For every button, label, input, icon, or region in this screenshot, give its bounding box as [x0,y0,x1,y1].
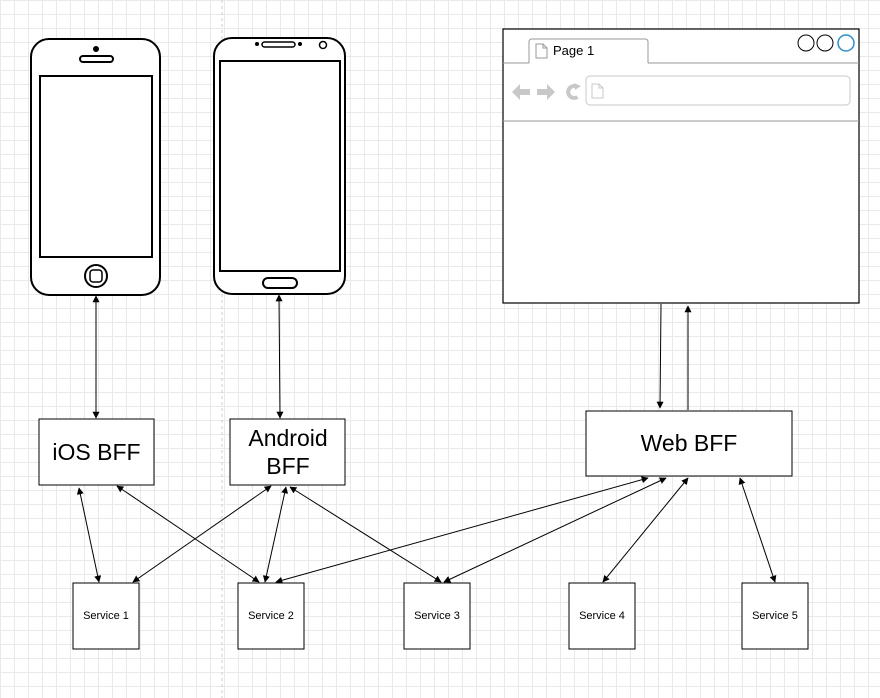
service-5-label: Service 5 [752,610,798,622]
back-arrow-icon[interactable] [512,84,530,100]
arrow-browser-to-web-bff [656,303,664,409]
service-3-label: Service 3 [414,610,460,622]
window-button-circle-icon[interactable] [816,34,834,52]
page-icon [535,43,548,59]
address-page-icon [591,83,604,99]
android-phone-icon [213,37,346,295]
window-button-circle-icon[interactable] [837,34,855,52]
ios-bff-label: iOS BFF [52,439,141,465]
service-4-box [568,582,636,650]
service-5-box [741,582,809,650]
arrow-ios-bff-service-1 [76,487,102,583]
arrow-web-bff-service-3 [443,477,667,583]
ios-bff-box [38,418,155,486]
window-buttons [797,34,855,52]
arrow-android-bff-service-2 [262,486,289,583]
service-2-label: Service 2 [248,610,294,622]
android-bff-box [229,418,346,486]
service-1-box [72,582,140,650]
browser-window [502,28,860,304]
web-bff-box [585,410,793,477]
arrow-android-bff-service-1 [132,485,272,583]
service-1-label: Service 1 [83,610,129,622]
arrow-web-bff-service-4 [602,477,689,583]
service-4-label: Service 4 [579,610,625,622]
address-bar[interactable] [585,75,851,106]
iphone-icon [30,38,161,296]
window-button-circle-icon[interactable] [797,34,815,52]
arrow-web-bff-service-2 [275,476,649,584]
reload-icon[interactable] [566,83,581,100]
browser-tab[interactable] [528,38,649,63]
service-2-box [237,582,305,650]
android-bff-label: Android BFF [248,425,328,479]
arrow-android-bff-service-3 [289,486,442,583]
forward-arrow-icon[interactable] [537,84,555,100]
arrow-android-phone-android-bff [275,294,284,419]
arrow-web-bff-service-5 [738,477,777,583]
web-bff-label: Web BFF [640,430,738,456]
browser-tab-label[interactable]: Page 1 [553,43,595,58]
arrow-ios-bff-service-2 [116,485,260,583]
